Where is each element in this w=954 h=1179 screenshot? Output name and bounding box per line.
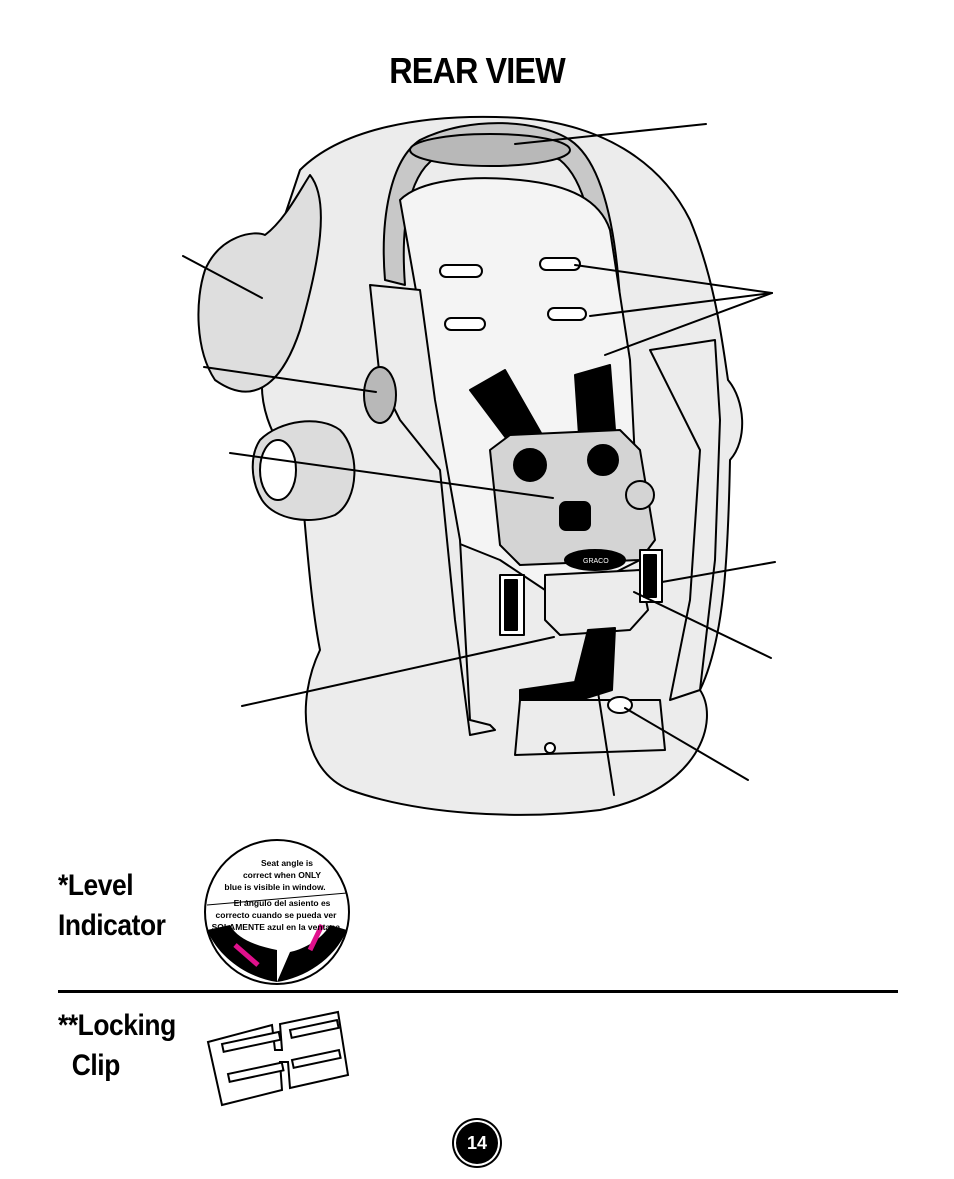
section-divider <box>58 990 898 993</box>
svg-text:correcto cuando se pueda ver: correcto cuando se pueda ver <box>216 910 338 920</box>
svg-text:SOLAMENTE azul en la ventana.: SOLAMENTE azul en la ventana. <box>212 922 343 932</box>
handle-release-knob <box>363 366 397 424</box>
level-indicator-label: *Level Indicator <box>58 866 166 946</box>
pivot-hub <box>259 439 297 501</box>
locking-clip-label: **Locking Clip <box>58 1006 176 1086</box>
page-number: 14 <box>456 1122 498 1164</box>
level-indicator-sticker: Seat angle is correct when ONLY blue is … <box>204 839 350 985</box>
locking-clip-label-line2: Clip <box>58 1049 121 1082</box>
handle-grip <box>409 133 571 167</box>
svg-text:El ángulo del asiento es: El ángulo del asiento es <box>234 898 331 908</box>
svg-text:correct when ONLY: correct when ONLY <box>243 870 321 880</box>
base-frame-left <box>369 284 496 736</box>
locking-clip-label-line1: **Locking <box>58 1009 176 1042</box>
level-indicator-label-line2: Indicator <box>58 909 166 942</box>
svg-text:blue is visible in window.: blue is visible in window. <box>224 882 325 892</box>
base-frame-right <box>649 339 721 701</box>
graco-badge: GRACO <box>583 558 609 565</box>
page-title: REAR VIEW <box>389 50 565 91</box>
adjuster-lever <box>544 569 649 636</box>
locking-clip-illustration <box>206 1010 350 1107</box>
svg-text:Seat angle is: Seat angle is <box>261 858 313 868</box>
level-indicator-label-line1: *Level <box>58 869 134 902</box>
canopy <box>197 174 322 393</box>
